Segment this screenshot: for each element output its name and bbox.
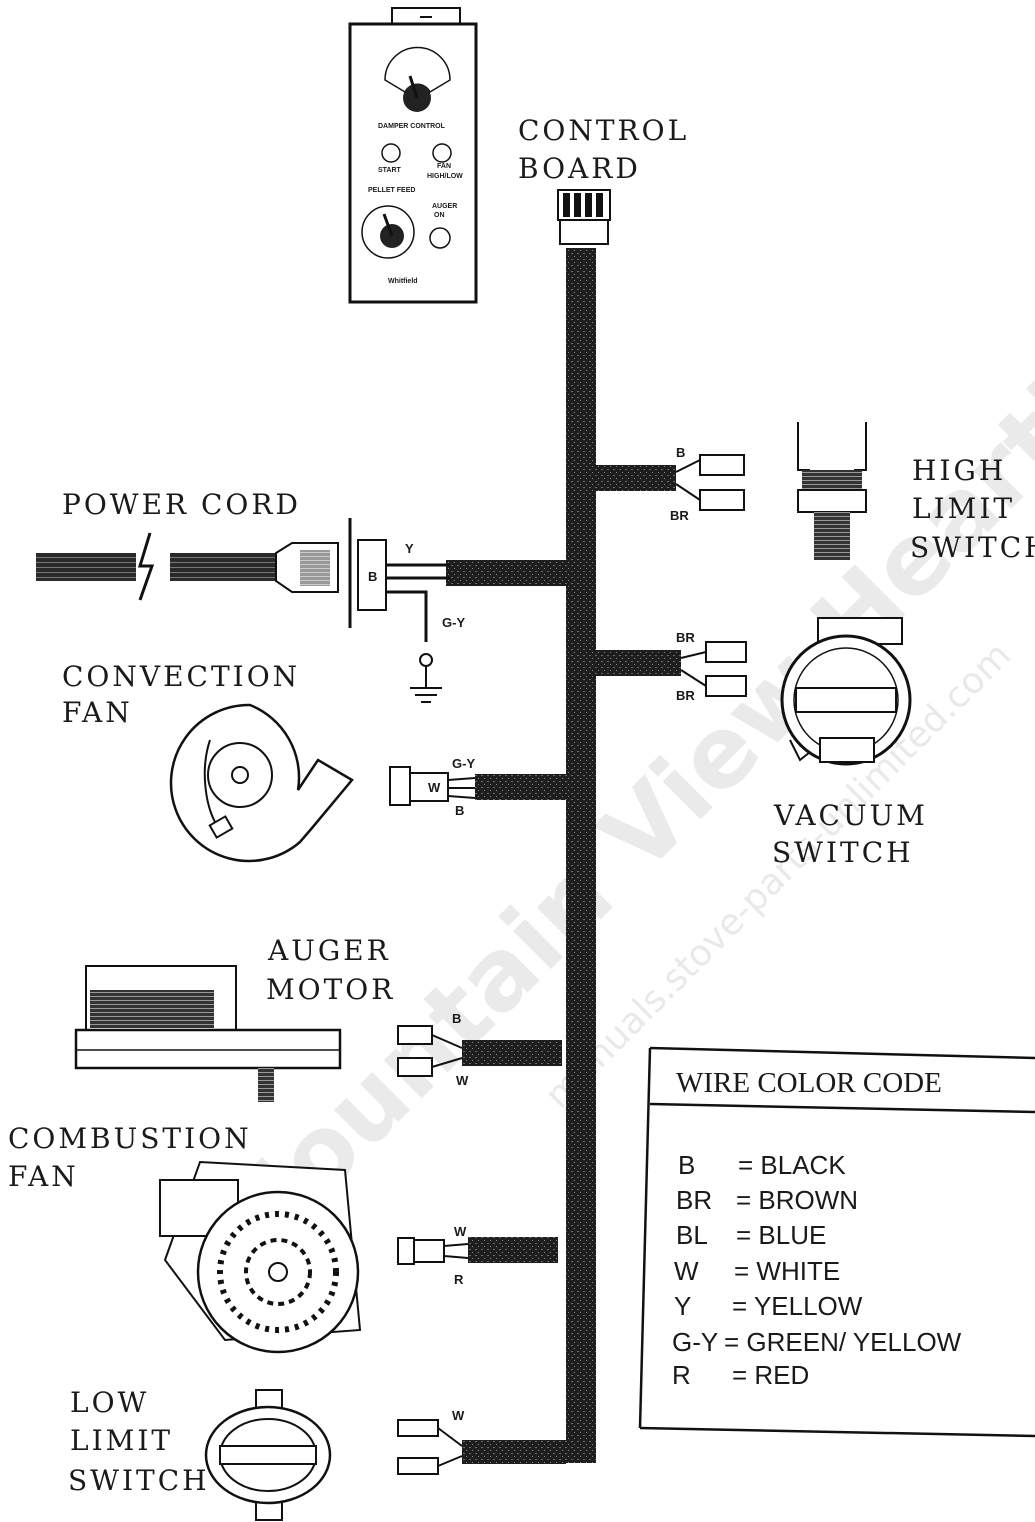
legend-meaning-bl: = BLUE <box>736 1220 826 1250</box>
wire-low-limit-w: W <box>452 1408 465 1423</box>
wire-high-limit-br: BR <box>670 508 689 523</box>
branch-low-limit <box>462 1440 566 1464</box>
vacuum-connector <box>680 641 747 697</box>
start-text: START <box>378 167 402 174</box>
start-indicator <box>381 143 401 163</box>
high-limit-switch <box>797 422 867 560</box>
high-limit-label-3: SWITCH <box>910 531 1035 564</box>
branch-combustion <box>468 1237 558 1263</box>
vacuum-label-1: VACUUM <box>773 799 928 832</box>
wire-vacuum-br1: BR <box>676 630 695 645</box>
brand-text: Whitfield <box>388 278 418 285</box>
legend-meaning-y: = YELLOW <box>732 1291 863 1321</box>
wire-conv-b: B <box>455 803 464 818</box>
legend-meaning-br: = BROWN <box>736 1185 858 1215</box>
branch-convection <box>475 774 570 800</box>
legend-code-b: B <box>678 1150 695 1180</box>
wire-auger-w: W <box>456 1073 469 1088</box>
auger-motor <box>74 965 342 1102</box>
wire-auger-b: B <box>452 1011 461 1026</box>
pellet-feed-text: PELLET FEED <box>368 187 415 194</box>
low-limit-switch <box>204 1389 332 1521</box>
control-board-label-2: BOARD <box>518 152 641 185</box>
legend-title: WIRE COLOR CODE <box>676 1067 942 1099</box>
low-limit-connector <box>397 1419 463 1475</box>
wire-comb-r: R <box>454 1272 464 1287</box>
legend-code-gy: G-Y <box>672 1327 718 1357</box>
wire-power-y: Y <box>405 541 414 556</box>
legend-code-y: Y <box>674 1291 691 1321</box>
combustion-label-2: FAN <box>8 1160 79 1193</box>
legend-code-r: R <box>672 1360 691 1390</box>
fan-text: FAN <box>437 163 451 170</box>
low-limit-label-3: SWITCH <box>68 1464 210 1497</box>
fan-sub-text: HIGH/LOW <box>427 173 463 180</box>
wire-conv-gy: G-Y <box>452 756 475 771</box>
auger-label-1: AUGER <box>267 934 391 967</box>
legend-code-bl: BL <box>676 1220 708 1250</box>
control-board-label-1: CONTROL <box>518 114 689 147</box>
vacuum-switch <box>780 617 912 766</box>
wire-vacuum-br2: BR <box>676 688 695 703</box>
auger-text: AUGER <box>432 203 457 210</box>
branch-power <box>446 560 572 586</box>
wire-comb-w: W <box>454 1224 467 1239</box>
branch-vacuum <box>586 650 681 676</box>
low-limit-label-2: LIMIT <box>70 1424 173 1457</box>
legend-meaning-r: = RED <box>732 1360 809 1390</box>
combustion-fan <box>159 1160 362 1354</box>
vacuum-label-2: SWITCH <box>772 836 914 869</box>
legend-code-br: BR <box>676 1185 712 1215</box>
fan-indicator <box>432 143 452 163</box>
legend-meaning-b: = BLACK <box>738 1150 846 1180</box>
high-limit-connector <box>675 454 745 511</box>
wire-high-limit-b: B <box>676 445 685 460</box>
wire-color-legend: WIRE COLOR CODE B = BLACK BR = BROWN BL … <box>638 1046 1035 1438</box>
control-panel: DAMPER CONTROL START FAN HIGH/LOW PELLET… <box>348 7 478 304</box>
power-cord <box>36 518 450 703</box>
wire-power-b: B <box>368 569 377 584</box>
legend-code-w: W <box>674 1256 699 1286</box>
auger-indicator <box>429 227 451 249</box>
branch-high-limit <box>586 465 676 491</box>
auger-connector <box>397 1025 463 1077</box>
convection-connector <box>389 766 476 806</box>
auger-sub-text: ON <box>434 212 445 219</box>
legend-meaning-w: = WHITE <box>734 1256 840 1286</box>
combustion-label-1: COMBUSTION <box>8 1122 252 1155</box>
high-limit-label-1: HIGH <box>912 454 1006 487</box>
damper-control-text: DAMPER CONTROL <box>378 123 446 130</box>
combustion-connector <box>397 1237 469 1265</box>
high-limit-label-2: LIMIT <box>912 492 1015 525</box>
convection-fan <box>169 703 354 863</box>
main-harness <box>446 248 681 1464</box>
wire-conv-w: W <box>428 780 441 795</box>
convection-label-2: FAN <box>62 696 133 729</box>
power-cord-label: POWER CORD <box>62 488 301 521</box>
low-limit-label-1: LOW <box>70 1386 149 1419</box>
convection-label-1: CONVECTION <box>62 660 300 693</box>
auger-label-2: MOTOR <box>266 973 395 1006</box>
control-board-connector <box>557 189 611 245</box>
wire-power-gy: G-Y <box>442 615 465 630</box>
legend-meaning-gy: = GREEN/ YELLOW <box>724 1327 962 1357</box>
branch-auger <box>462 1040 562 1066</box>
